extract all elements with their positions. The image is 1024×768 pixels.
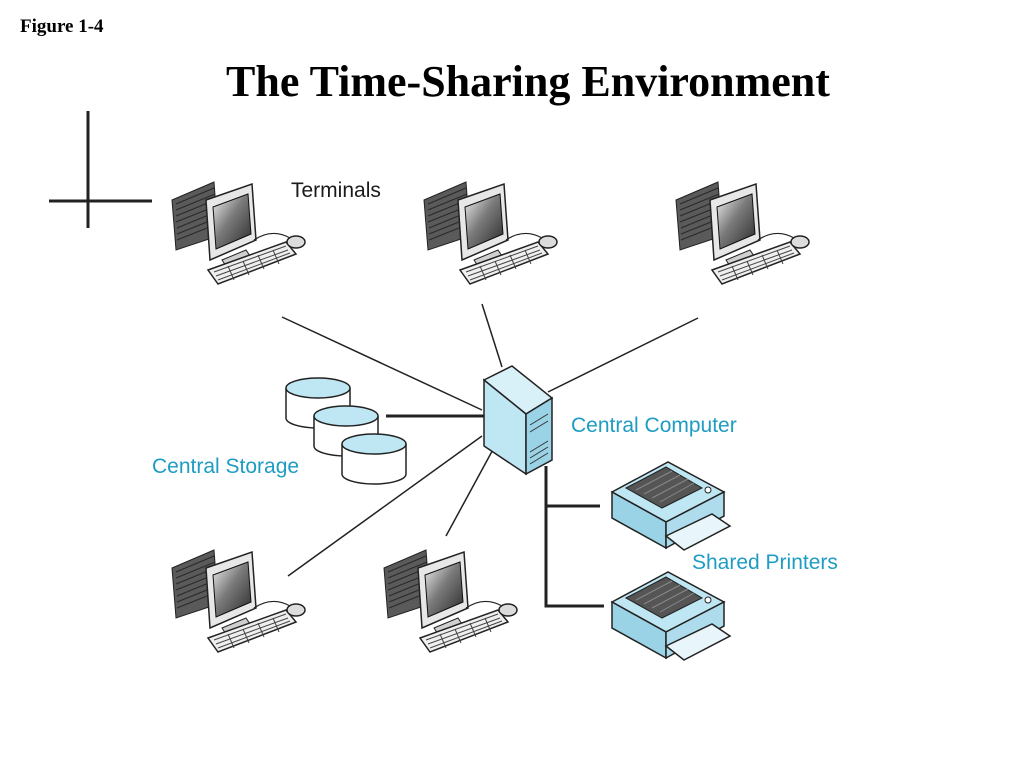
connection-lines [281, 303, 699, 608]
disk-icon [341, 433, 407, 485]
shared-printers-label: Shared Printers [692, 551, 838, 574]
central-storage-label: Central Storage [152, 455, 300, 478]
terminal-icon [171, 181, 306, 285]
terminal-icon [423, 181, 558, 285]
terminal-icon [383, 549, 518, 653]
printer-icon [611, 461, 731, 551]
printer-icon [611, 571, 731, 661]
central-computer-label: Central Computer [571, 414, 737, 437]
page-title: The Time-Sharing Environment [226, 57, 830, 106]
terminal-icon [171, 549, 306, 653]
figure-label: Figure 1-4 [20, 16, 104, 37]
crosshair-decoration [49, 111, 152, 228]
terminal-icon [675, 181, 810, 285]
server-tower-icon [482, 365, 554, 476]
terminals-label: Terminals [291, 179, 381, 202]
